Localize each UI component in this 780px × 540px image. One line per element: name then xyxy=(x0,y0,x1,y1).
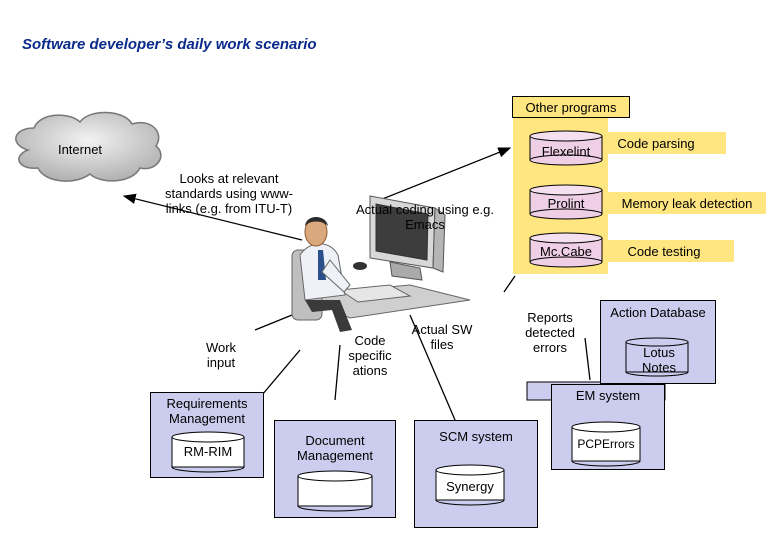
cylinder-prolint-shape xyxy=(529,184,603,220)
actual-coding-note: Actual coding using e.g. Emacs xyxy=(355,202,495,232)
other-programs-header: Other programs xyxy=(512,96,630,118)
internet-label: Internet xyxy=(57,142,103,157)
actual-sw-files-note: Actual SW files xyxy=(411,322,473,352)
lotus-notes-label-top: Lotus Notes xyxy=(642,345,676,375)
cylinder-flexelint-shape xyxy=(529,130,603,166)
scm-system-box: SCM system xyxy=(414,420,538,528)
line-scm xyxy=(409,314,456,421)
line-work-input xyxy=(254,314,293,331)
code-specifications-note: Code specific ations xyxy=(348,333,392,378)
page-title: Software developer’s daily work scenario xyxy=(22,36,317,53)
work-input-note: Work input xyxy=(205,340,237,370)
arrow-to-other-programs xyxy=(379,147,512,201)
internet-cloud xyxy=(15,111,162,182)
tool-prolint: Prolint xyxy=(547,196,585,211)
line-em xyxy=(584,337,591,381)
desc-memory-leak: Memory leak detection xyxy=(621,196,753,211)
desc-box-code-parsing: Code parsing xyxy=(606,132,726,154)
rm-rim-label-top: RM-RIM xyxy=(183,444,233,459)
document-management-label: Document Management xyxy=(297,433,373,463)
action-database-label: Action Database xyxy=(610,305,706,320)
developer-illustration xyxy=(291,195,471,332)
tool-flexelint: Flexelint xyxy=(541,144,591,159)
scm-system-label: SCM system xyxy=(439,429,513,444)
cylinder-mccabe-shape xyxy=(529,232,603,268)
line-requirements xyxy=(261,349,301,396)
requirements-box: Requirements Management xyxy=(150,392,264,478)
reports-note: Reports detected errors xyxy=(525,310,575,355)
line-document xyxy=(334,344,341,401)
looks-at-note: Looks at relevant standards using www-li… xyxy=(165,171,293,216)
desc-code-testing: Code testing xyxy=(627,244,701,259)
arrow-to-internet xyxy=(122,193,303,241)
other-programs-label: Other programs xyxy=(525,100,617,115)
requirements-label: Requirements Management xyxy=(166,396,248,426)
em-system-label: EM system xyxy=(575,388,641,403)
em-system-box: EM system xyxy=(551,384,665,470)
tool-mccabe: Mc.Cabe xyxy=(539,244,593,259)
desc-box-memory-leak: Memory leak detection xyxy=(606,192,766,214)
line-reports xyxy=(503,275,516,293)
synergy-label-top: Synergy xyxy=(446,479,494,494)
desc-box-code-testing: Code testing xyxy=(606,240,734,262)
pcp-errors-label-top: PCPErrors xyxy=(577,437,635,451)
document-management-box: Document Management xyxy=(274,420,396,518)
desc-code-parsing: Code parsing xyxy=(617,136,695,151)
